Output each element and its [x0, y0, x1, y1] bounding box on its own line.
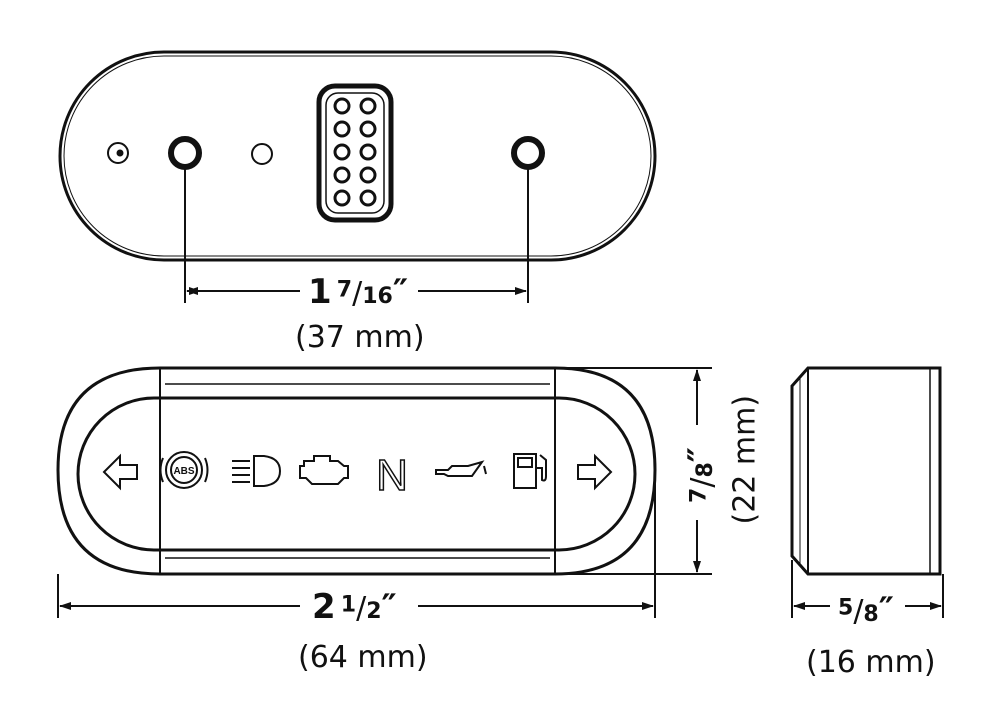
abs-icon [159, 451, 209, 489]
depth-metric: (16 mm) [806, 645, 936, 680]
engine-icon [299, 455, 349, 485]
mount-spacing-num: 7 [336, 277, 353, 303]
mount-spacing-inch: ″ [392, 272, 409, 312]
length-metric: (64 mm) [298, 640, 428, 675]
mount-stud-left [168, 136, 202, 170]
rear-view [58, 50, 657, 303]
length-label: 2 1/2″ [312, 587, 397, 627]
mount-spacing-whole: 1 [308, 272, 332, 312]
length-whole: 2 [312, 587, 336, 627]
vent-hole [251, 143, 273, 165]
indicator-icon [107, 142, 129, 164]
oil-pressure-icon [435, 460, 487, 477]
length-inch: ″ [381, 587, 397, 627]
height-label: 7/8″ [681, 447, 721, 503]
mount-spacing-metric: (37 mm) [295, 320, 425, 355]
depth-den: 8 [863, 602, 879, 627]
length-num: 1 [340, 592, 357, 618]
mount-spacing-label: 1 7/16″ [308, 272, 409, 312]
depth-label: 5/8″ [838, 590, 894, 630]
height-den: 8 [693, 462, 718, 478]
length-den: 2 [366, 599, 382, 624]
left-arrow-icon [102, 453, 138, 491]
height-metric: (22 mm) [727, 394, 763, 525]
abs-label: ABS [173, 466, 194, 477]
height-num: 7 [686, 487, 712, 503]
front-view [56, 366, 657, 576]
neutral-n-icon: N [376, 451, 408, 500]
mount-stud-right [511, 136, 545, 170]
depth-inch: ″ [878, 590, 894, 630]
side-view [790, 366, 942, 576]
mount-spacing-den: 16 [362, 284, 393, 309]
fuel-icon [513, 453, 547, 489]
right-arrow-icon [577, 453, 613, 491]
connector-icon [316, 83, 394, 223]
depth-num: 5 [838, 595, 854, 621]
high-beam-icon [232, 455, 282, 487]
height-inch: ″ [681, 447, 721, 463]
